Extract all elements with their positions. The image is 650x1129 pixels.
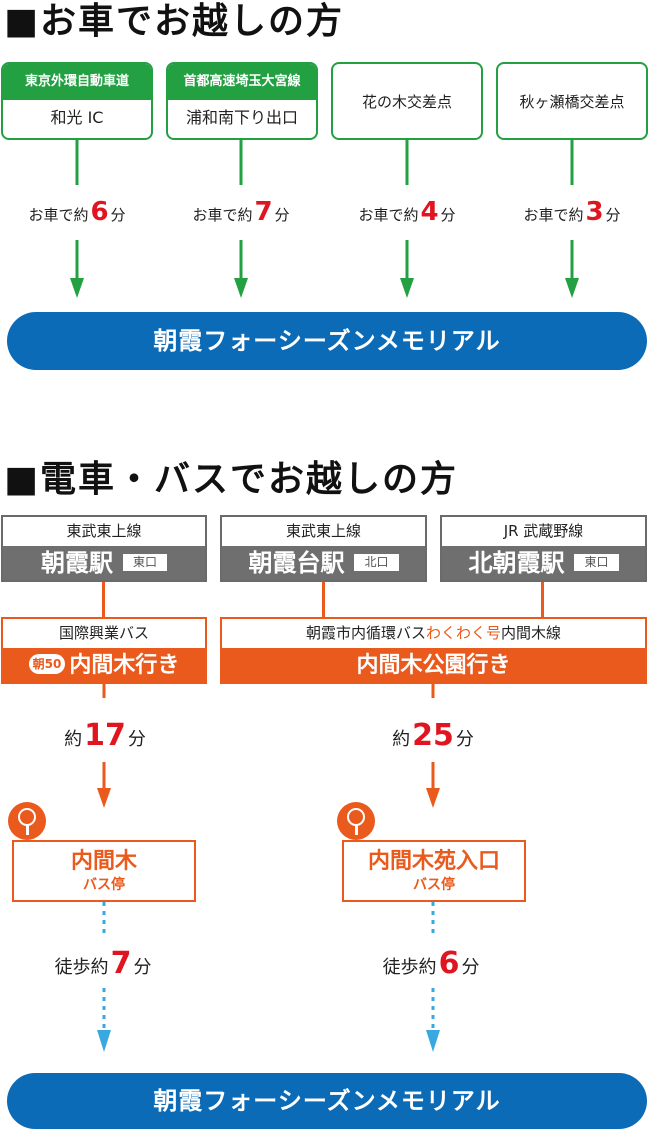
bus-operator-part: 朝霞市内循環バス (305, 624, 426, 642)
car-section-title: ■お車でお越しの方 (4, 1, 345, 42)
station-line-name: 東武東上線 (285, 522, 361, 540)
time-unit: 分 (605, 206, 621, 224)
time-number: 25 (412, 718, 454, 753)
bus-destination: 内間木公園行き (356, 653, 511, 678)
station-name: 朝霞駅 (40, 549, 113, 577)
time-unit: 分 (133, 957, 152, 978)
station-name-bar: 朝霞駅東口 (3, 546, 205, 580)
station-name-bar: 朝霞台駅北口 (222, 546, 425, 580)
time-unit: 分 (274, 206, 290, 224)
time-prefix: 徒歩約 (54, 957, 109, 978)
bus-stop-name: 内間木苑入口 (367, 849, 500, 874)
time-number: 7 (110, 946, 132, 981)
time-unit: 分 (440, 206, 456, 224)
route-akigase-sign: 秋ヶ瀬橋交差点 (496, 62, 648, 140)
car-destination-banner: 朝霞フォーシーズンメモリアル (7, 312, 647, 370)
station-kita-asaka: JR 武蔵野線 北朝霞駅東口 (440, 515, 647, 582)
station-line-name: JR 武蔵野線 (503, 522, 584, 540)
time-number: 17 (84, 718, 126, 753)
station-exit: 東口 (574, 553, 619, 571)
station-name: 北朝霞駅 (468, 549, 565, 577)
bus-wakuwaku: 朝霞市内循環バスわくわく号内間木線 内間木公園行き (220, 617, 647, 684)
bus-stop-name: 内間木 (70, 849, 137, 874)
time-number: 3 (585, 197, 604, 227)
station-name-bar: 北朝霞駅東口 (442, 546, 645, 580)
bus-route-badge: 朝50 (28, 654, 66, 674)
walk-arrow-1 (97, 902, 111, 1052)
connector-line (102, 580, 105, 618)
bus-stop-uchimagi: 内間木 バス停 (12, 840, 196, 902)
time-prefix: 徒歩約 (382, 957, 437, 978)
time-unit: 分 (461, 957, 480, 978)
station-exit: 東口 (122, 553, 167, 571)
bus-operator: 国際興業バス (58, 624, 149, 642)
route-exit-name: 和光 IC (50, 108, 104, 127)
time-unit: 分 (127, 729, 146, 750)
time-unit: 分 (110, 206, 126, 224)
bus-operator-part: 内間木線 (501, 624, 562, 642)
bus-stop-pin-icon (8, 802, 46, 840)
station-name: 朝霞台駅 (248, 549, 345, 577)
time-unit: 分 (455, 729, 474, 750)
train-section-title: ■電車・バスでお越しの方 (4, 459, 459, 500)
time-prefix: お車で約 (358, 206, 419, 224)
train-destination-banner: 朝霞フォーシーズンメモリアル (7, 1073, 647, 1129)
route-hananoki-sign: 花の木交差点 (331, 62, 483, 140)
route-gaikan-sign: 東京外環自動車道 和光 IC (1, 62, 153, 140)
time-prefix: 約 (392, 729, 411, 750)
bus-destination-bar: 内間木公園行き (222, 648, 645, 684)
time-number: 6 (90, 197, 109, 227)
bus-stop-label: バス停 (83, 877, 125, 893)
time-prefix: 約 (64, 729, 83, 750)
walk-arrow-2 (426, 902, 440, 1052)
bus-destination: 内間木行き (69, 653, 180, 678)
connector-line (541, 580, 544, 618)
bus-nickname: わくわく号 (425, 624, 501, 642)
time-prefix: お車で約 (192, 206, 253, 224)
car-arrow-4 (565, 140, 579, 298)
route-exit-name: 浦和南下り出口 (185, 108, 298, 127)
route-shutoko-sign: 首都高速埼玉大宮線 浦和南下り出口 (166, 62, 318, 140)
time-number: 7 (254, 197, 273, 227)
car-arrows (70, 140, 579, 298)
station-line-name: 東武東上線 (66, 522, 142, 540)
bus-stop-pin-icon (337, 802, 375, 840)
connector-line (322, 580, 325, 618)
train-arrows (97, 680, 440, 1052)
car-arrow-2 (234, 140, 248, 298)
bus-stop-uchimagien: 内間木苑入口 バス停 (342, 840, 526, 902)
route-intersection-name: 花の木交差点 (361, 92, 452, 111)
bus-stop-label: バス停 (413, 877, 455, 893)
route-road-name: 首都高速埼玉大宮線 (168, 64, 316, 100)
route-intersection-name: 秋ヶ瀬橋交差点 (519, 92, 625, 111)
station-asaka: 東武東上線 朝霞駅東口 (1, 515, 207, 582)
station-asakadai: 東武東上線 朝霞台駅北口 (220, 515, 427, 582)
route-road-name: 東京外環自動車道 (3, 64, 151, 100)
car-arrow-3 (400, 140, 414, 298)
time-number: 4 (420, 197, 439, 227)
time-number: 6 (438, 946, 460, 981)
time-prefix: お車で約 (523, 206, 584, 224)
bus-operator: 朝霞市内循環バスわくわく号内間木線 (222, 619, 645, 648)
time-prefix: お車で約 (28, 206, 89, 224)
station-exit: 北口 (354, 553, 399, 571)
car-arrow-1 (70, 140, 84, 298)
